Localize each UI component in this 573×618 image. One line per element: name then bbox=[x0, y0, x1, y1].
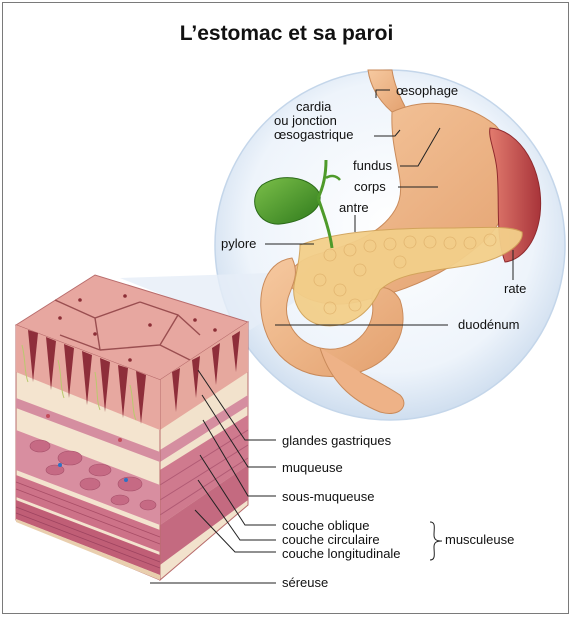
label-corps: corps bbox=[354, 179, 386, 194]
label-cardia-line3: œsogastrique bbox=[274, 127, 354, 142]
label-couche-circulaire: couche circulaire bbox=[282, 532, 380, 547]
gallbladder-shape bbox=[254, 177, 321, 225]
label-couche-oblique: couche oblique bbox=[282, 518, 370, 533]
label-glandes-gastriques: glandes gastriques bbox=[282, 433, 392, 448]
label-musculeuse: musculeuse bbox=[445, 532, 515, 547]
label-couche-longitudinale: couche longitudinale bbox=[282, 546, 401, 561]
label-muqueuse: muqueuse bbox=[282, 460, 343, 475]
label-rate: rate bbox=[504, 281, 527, 296]
label-oesophage: œsophage bbox=[396, 83, 459, 98]
figure-title: L’estomac et sa paroi bbox=[179, 22, 394, 45]
label-fundus: fundus bbox=[353, 158, 393, 173]
label-antre: antre bbox=[339, 200, 369, 215]
label-pylore: pylore bbox=[221, 236, 257, 251]
label-duodenum: duodénum bbox=[458, 317, 520, 332]
label-sous-muqueuse: sous-muqueuse bbox=[282, 489, 375, 504]
zoom-cone bbox=[120, 272, 300, 330]
label-sereuse: séreuse bbox=[282, 575, 329, 590]
stomach-wall-block bbox=[14, 274, 250, 582]
label-cardia-line2: ou jonction bbox=[274, 113, 337, 128]
duodenum-shape bbox=[260, 257, 404, 378]
label-cardia-line1: cardia bbox=[296, 99, 332, 114]
